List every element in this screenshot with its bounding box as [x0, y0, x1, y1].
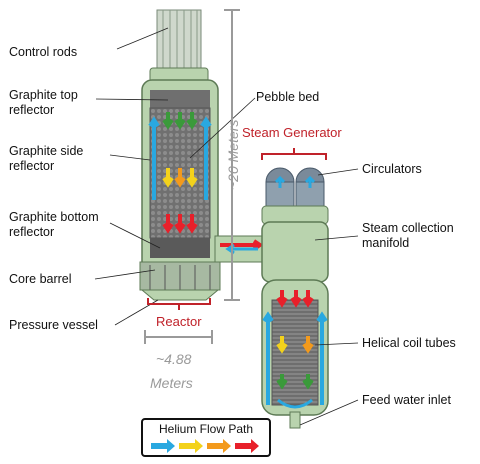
- steam-collection-manifold-line1: Steam collection: [362, 221, 454, 235]
- graphite-top-reflector-line2: reflector: [9, 103, 55, 117]
- control-rods-label: Control rods: [9, 45, 78, 59]
- legend-arrow-red: [235, 439, 259, 453]
- steam-generator-label: Steam Generator: [242, 125, 342, 140]
- legend-arrow-blue: [151, 439, 175, 453]
- legend-title: Helium Flow Path: [158, 422, 254, 436]
- steam-generator-flow-arrows: [262, 175, 328, 409]
- graphite-bottom-reflector-line2: reflector: [9, 225, 55, 239]
- pressure-vessel-label: Pressure vessel: [9, 318, 98, 332]
- steam-collection-manifold-label: Steam collection manifold: [362, 221, 454, 251]
- annotation-brackets: [147, 148, 327, 310]
- graphite-bottom-reflector-label: Graphite bottom reflector: [9, 210, 99, 240]
- legend-arrow-orange: [207, 439, 231, 453]
- reactor-flow-arrows: [148, 112, 212, 234]
- graphite-top-reflector-line1: Graphite top: [9, 88, 78, 102]
- pebble-bed-label: Pebble bed: [256, 90, 320, 104]
- reactor-label: Reactor: [156, 314, 202, 329]
- height-dimension-label: ~20 Meters: [225, 119, 241, 190]
- circulators-label: Circulators: [362, 162, 422, 176]
- width-dimension-line2: Meters: [150, 375, 193, 391]
- core-barrel-label: Core barrel: [9, 272, 72, 286]
- graphite-side-reflector-line1: Graphite side: [9, 144, 84, 158]
- graphite-side-reflector-line2: reflector: [9, 159, 55, 173]
- width-dimension-line1: ~4.88: [156, 351, 192, 367]
- helical-coil-tubes-label: Helical coil tubes: [362, 336, 456, 350]
- dimension-lines: [144, 9, 240, 344]
- legend-arrows: [151, 439, 259, 453]
- graphite-side-reflector-label: Graphite side reflector: [9, 144, 83, 174]
- flow-path-legend: Helium Flow Path: [141, 418, 271, 457]
- graphite-top-reflector-label: Graphite top reflector: [9, 88, 78, 118]
- feed-water-inlet-label: Feed water inlet: [362, 393, 451, 407]
- steam-collection-manifold-line2: manifold: [362, 236, 410, 250]
- legend-arrow-yellow: [179, 439, 203, 453]
- graphite-bottom-reflector-line1: Graphite bottom: [9, 210, 99, 224]
- control-rods: [156, 9, 202, 71]
